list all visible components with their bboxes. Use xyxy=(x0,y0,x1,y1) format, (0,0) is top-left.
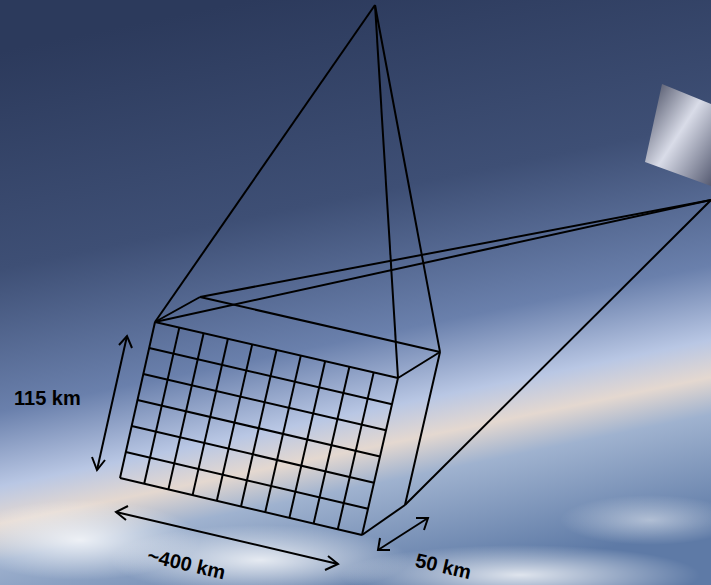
geometry-line xyxy=(398,352,440,378)
geometry-line xyxy=(375,5,398,378)
geometry-line xyxy=(405,352,440,505)
view-geometry xyxy=(120,5,711,535)
geometry-line xyxy=(200,200,711,297)
geometry-line xyxy=(126,452,368,509)
geometry-line xyxy=(138,400,381,457)
geometry-line xyxy=(155,297,200,322)
satellite xyxy=(645,84,711,186)
height-dimension: 115 km xyxy=(14,388,81,408)
geometry-line xyxy=(405,200,711,505)
geometry-line xyxy=(143,374,386,430)
dimension-arrows xyxy=(92,336,428,570)
geometry-line xyxy=(132,426,374,483)
geometry-line xyxy=(155,5,375,322)
geometry-line xyxy=(375,5,440,352)
geometry-line xyxy=(155,200,711,322)
geometry-line xyxy=(200,297,440,352)
clouds xyxy=(0,495,711,585)
geometry-line xyxy=(362,505,405,535)
geometry-line xyxy=(149,348,392,404)
